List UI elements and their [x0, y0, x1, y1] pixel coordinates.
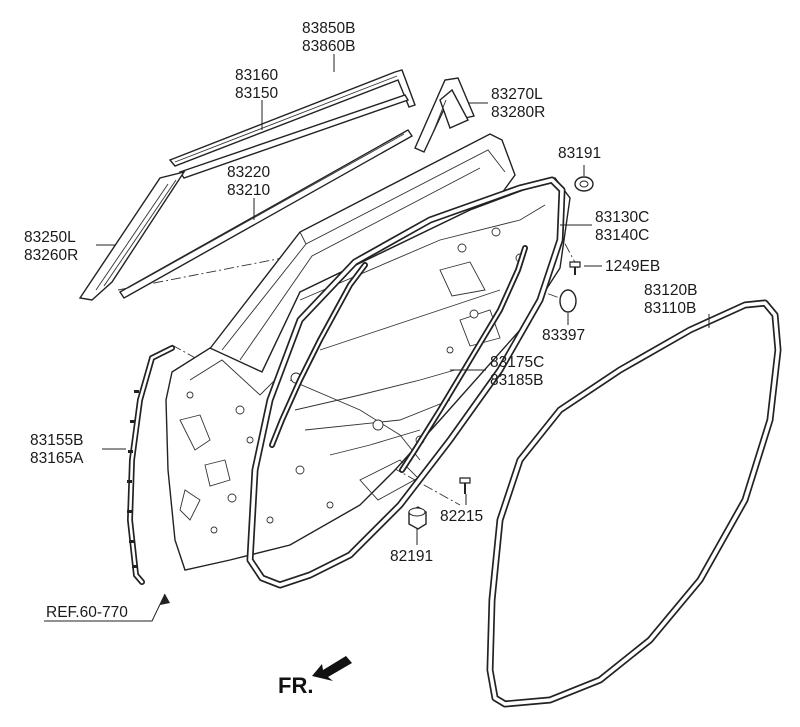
front-edge-seal-part: [126, 345, 175, 585]
label-83280R: 83280R: [491, 104, 545, 121]
label-ref-60-770: REF.60-770: [46, 604, 128, 621]
label-83160: 83160: [235, 67, 278, 84]
label-83220: 83220: [227, 164, 270, 181]
label-83397: 83397: [542, 327, 585, 344]
label-83250L: 83250L: [24, 229, 76, 246]
part-labels: 83850B 83860B 83160 83150 83270L 83280R …: [24, 20, 697, 698]
label-83130C: 83130C: [595, 209, 649, 226]
screw-82215-part: [459, 477, 471, 494]
pillar-garnish-part: [78, 170, 186, 301]
label-83155B: 83155B: [30, 432, 83, 449]
label-83110B: 83110B: [644, 300, 696, 317]
label-83191: 83191: [558, 145, 601, 162]
label-83165A: 83165A: [30, 450, 84, 467]
label-front-direction: FR.: [278, 673, 313, 698]
label-83175C: 83175C: [490, 354, 544, 371]
door-inner-panel: [165, 177, 571, 571]
front-arrow-icon: [312, 656, 352, 681]
bumper-82191-part: [408, 506, 427, 530]
label-83860B: 83860B: [302, 38, 355, 55]
label-83260R: 83260R: [24, 247, 78, 264]
label-83140C: 83140C: [595, 227, 649, 244]
roof-moulding-part: [168, 69, 416, 167]
plug-83191-part: [574, 176, 594, 192]
body-weatherstrip-part: [486, 299, 782, 708]
belt-moulding-part: [178, 94, 410, 179]
plug-83397-part: [559, 289, 577, 313]
label-83120B: 83120B: [644, 282, 697, 299]
label-83185B: 83185B: [490, 372, 543, 389]
label-83270L: 83270L: [491, 86, 543, 103]
leader-lines: [44, 54, 710, 622]
door-weatherstrip-part: [246, 176, 566, 589]
label-1249EB: 1249EB: [605, 258, 660, 275]
screw-1249EB-part: [569, 261, 581, 275]
body-side-seal-part: [269, 245, 528, 473]
label-82215: 82215: [440, 508, 483, 525]
delta-garnish-part: [414, 77, 475, 153]
label-83850B: 83850B: [302, 20, 355, 37]
label-83210: 83210: [227, 182, 270, 199]
label-82191: 82191: [390, 548, 433, 565]
window-run-part: [118, 129, 414, 299]
label-83150: 83150: [235, 85, 278, 102]
